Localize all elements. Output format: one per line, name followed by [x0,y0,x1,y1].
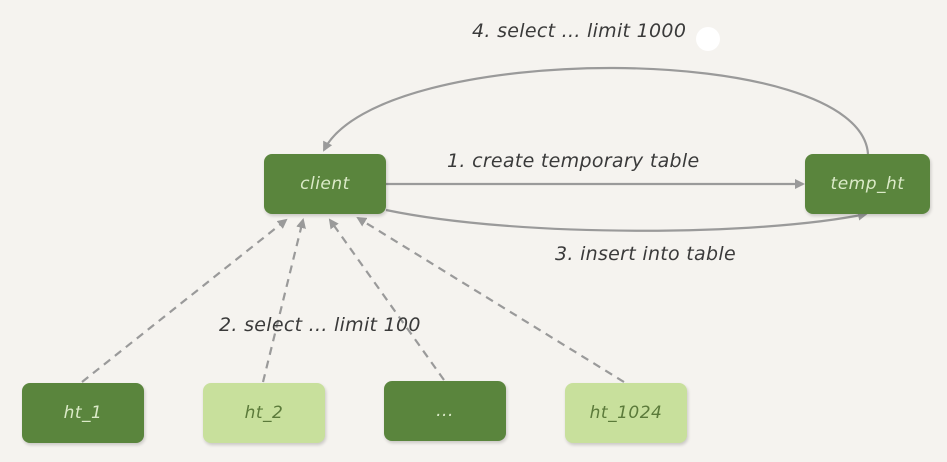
node-client-label: client [300,174,350,194]
node-ellipsis: ... [384,381,506,441]
node-ht-1024-label: ht_1024 [589,403,663,423]
arrow-insert-into-table [385,208,868,232]
white-blot-artifact [696,27,720,51]
node-temp-ht: temp_ht [805,154,930,214]
node-temp-ht-label: temp_ht [830,174,905,194]
arrow-ht1024-to-client [356,216,625,383]
step4-label: 4. select ... limit 1000 [472,20,687,42]
arrow-ellipsis-to-client [328,218,445,381]
step1-label: 1. create temporary table [447,150,700,172]
node-ht-1: ht_1 [22,383,144,443]
arrow-temp-to-client [323,66,870,155]
arrow-ht2-to-client [261,218,306,383]
node-ht-2-label: ht_2 [244,403,284,423]
node-ht-2: ht_2 [203,383,325,443]
node-ht-1-label: ht_1 [63,403,103,423]
node-client: client [264,154,386,214]
arrow-ht1-to-client [81,218,288,383]
node-ht-1024: ht_1024 [565,383,687,443]
step3-label: 3. insert into table [555,243,736,265]
node-ellipsis-label: ... [436,401,454,421]
step2-label: 2. select ... limit 100 [219,314,421,336]
